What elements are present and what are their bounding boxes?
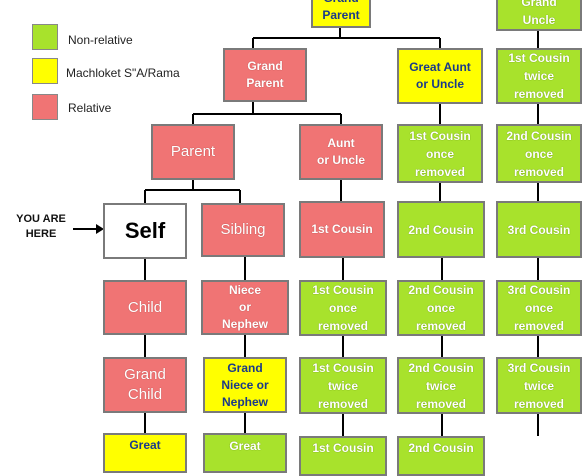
connector-lines <box>144 28 539 436</box>
you-are-here-arrow-line <box>73 228 97 230</box>
node-self: Self <box>103 203 187 259</box>
node-first-cousin-twice-removed: 1st Cousin twice removed <box>299 357 387 414</box>
node-great-grand-niece-or-nephew: Great <box>203 433 287 473</box>
legend-swatch-non-relative <box>32 24 58 50</box>
node-grandchild: Grand Child <box>103 357 187 413</box>
node-child: Child <box>103 280 187 335</box>
node-sibling: Sibling <box>201 203 285 257</box>
node-third-cousin-twice-removed: 3rd Cousin twice removed <box>496 357 582 414</box>
node-first-cousin-twice-removed-top: 1st Cousin twice removed <box>496 48 582 104</box>
legend-label-non-relative: Non-relative <box>68 33 133 47</box>
node-great-grandchild: Great <box>103 433 187 473</box>
node-grandparent: Grand Parent <box>223 48 307 102</box>
node-grandparent-top: Grand Parent <box>311 0 371 28</box>
node-great-aunt-or-uncle: Great Aunt or Uncle <box>397 48 483 104</box>
legend-label-machloket: Machloket S"A/Rama <box>66 66 180 80</box>
you-are-here-label: YOU ARE HERE <box>16 213 66 240</box>
node-second-cousin-once-removed-top: 2nd Cousin once removed <box>496 124 582 183</box>
legend-label-relative: Relative <box>68 101 112 115</box>
you-are-here-arrow-icon <box>96 224 104 234</box>
node-second-cousin-thrice-removed: 2nd Cousin <box>397 436 485 476</box>
node-grand-uncle: Grand Uncle <box>496 0 582 31</box>
kinship-diagram: Non-relative Machloket S"A/Rama Relative… <box>16 0 582 476</box>
node-first-cousin-once-removed: 1st Cousin once removed <box>299 280 387 336</box>
node-parent: Parent <box>151 124 235 180</box>
node-third-cousin: 3rd Cousin <box>496 201 582 258</box>
node-aunt-or-uncle: Aunt or Uncle <box>299 124 383 180</box>
node-first-cousin-thrice-removed: 1st Cousin <box>299 436 387 476</box>
node-first-cousin: 1st Cousin <box>299 201 385 258</box>
node-second-cousin-once-removed: 2nd Cousin once removed <box>397 280 485 336</box>
node-second-cousin: 2nd Cousin <box>397 201 485 258</box>
node-niece-or-nephew: Niece or Nephew <box>201 280 289 335</box>
legend-swatch-relative <box>32 94 58 120</box>
node-first-cousin-once-removed-top: 1st Cousin once removed <box>397 124 483 183</box>
node-grand-niece-or-nephew: Grand Niece or Nephew <box>203 357 287 413</box>
node-second-cousin-twice-removed: 2nd Cousin twice removed <box>397 357 485 414</box>
node-third-cousin-once-removed: 3rd Cousin once removed <box>496 280 582 336</box>
legend-swatch-machloket <box>32 58 58 84</box>
